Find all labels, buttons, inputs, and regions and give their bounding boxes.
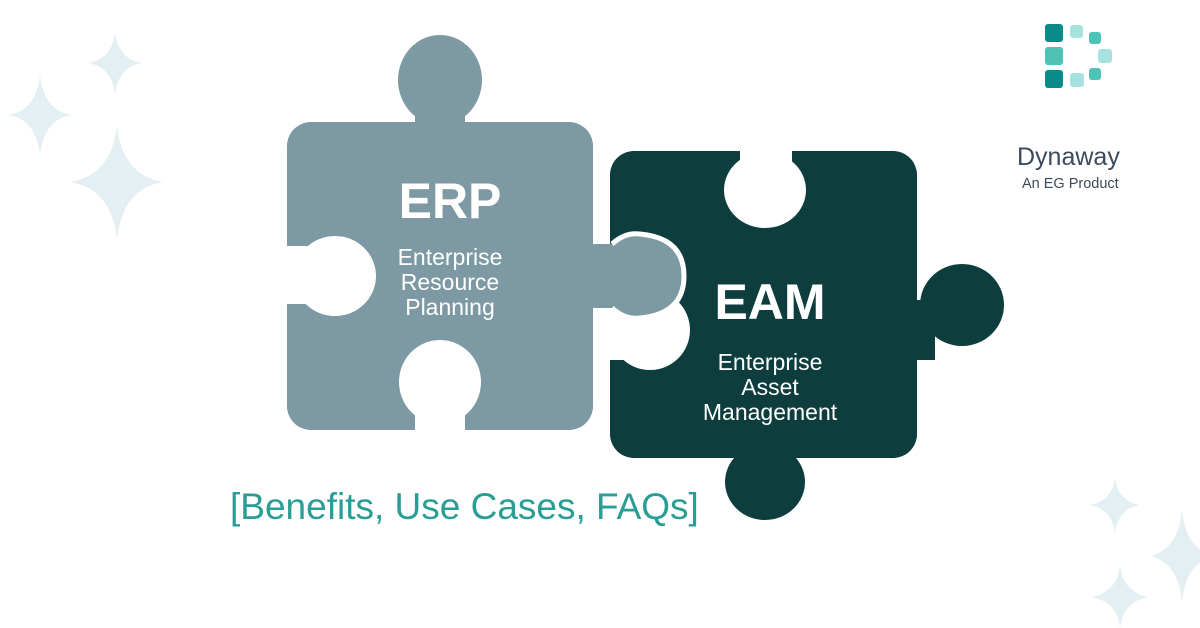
brand-subtitle: An EG Product [1022, 176, 1119, 192]
sparkle-icon [70, 125, 163, 240]
erp-line: Planning [405, 294, 495, 320]
eam-line: Asset [741, 374, 799, 400]
erp-knob [585, 233, 684, 319]
erp-puzzle-piece [287, 35, 593, 430]
eam-line: Enterprise [717, 349, 823, 375]
sparkle-icon [1150, 510, 1200, 602]
erp-line: Resource [400, 269, 500, 295]
sparkle-icon [1092, 565, 1148, 628]
sparkles-left [8, 32, 163, 240]
erp-line: Enterprise [397, 244, 503, 270]
eam-description: Enterprise Asset Management [670, 350, 870, 425]
sparkles-right [1090, 478, 1200, 628]
brand-name: Dynaway [1017, 143, 1120, 171]
eam-line: Management [702, 399, 838, 425]
sparkle-icon [88, 32, 142, 95]
sparkle-icon [8, 75, 72, 155]
eam-puzzle-piece [610, 151, 1004, 520]
tagline: [Benefits, Use Cases, FAQs] [230, 486, 699, 527]
eam-acronym: EAM [714, 274, 826, 330]
sparkle-icon [1090, 478, 1140, 533]
erp-acronym: ERP [398, 173, 502, 229]
erp-description: Enterprise Resource Planning [350, 245, 550, 320]
